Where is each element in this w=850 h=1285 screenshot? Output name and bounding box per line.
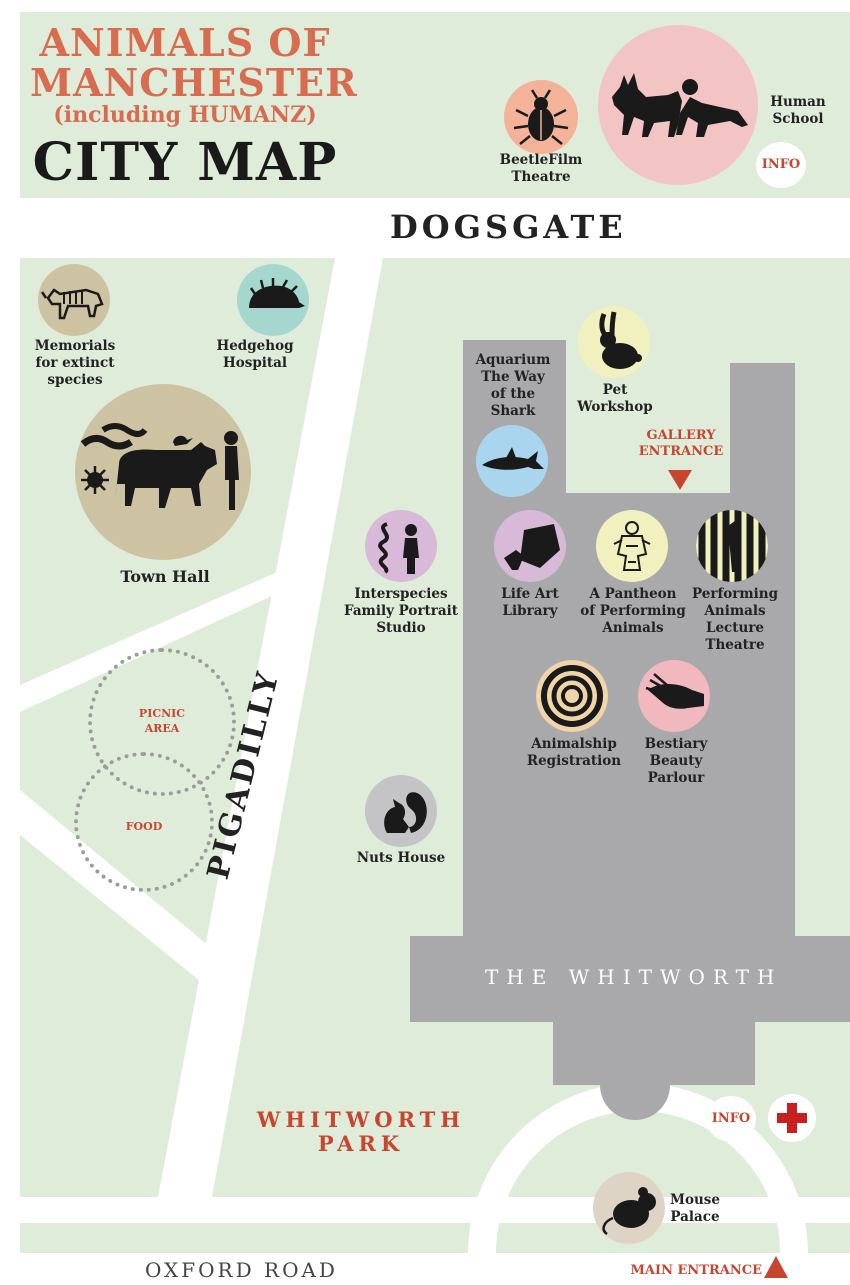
concentric-rings-icon [541,665,603,727]
red-cross-icon [777,1103,807,1133]
lecture-theatre-marker[interactable] [696,510,768,582]
pantheon-marker[interactable] [596,510,668,582]
info-top-button[interactable]: INFO [756,142,806,188]
shark-icon [482,447,544,470]
whitworth-building-label: THE WHITWORTH [485,965,783,989]
beetle-film-theatre-marker[interactable] [504,80,578,154]
map-title-line1: ANIMALS OF [39,20,331,65]
aquarium-marker[interactable] [476,425,548,497]
pet-workshop-marker[interactable] [578,306,650,378]
snake-and-person-icon [378,522,419,574]
memorials-label: Memorials for extinct species [34,338,116,388]
beetle-icon [513,89,569,145]
family-portrait-studio-marker[interactable] [365,510,437,582]
buffalo-with-bird-and-human-icon [80,423,239,510]
mouse-icon [602,1187,656,1236]
gallery-entrance-arrow-icon[interactable] [666,468,694,492]
map-title-line2: MANCHESTER [30,60,358,105]
life-art-library-label: Life Art Library [501,586,559,619]
life-art-library-marker[interactable] [494,510,566,582]
nuts-house-label: Nuts House [356,850,446,866]
rhino-skeleton-icon [40,288,104,320]
hedgehog-hospital-marker[interactable] [237,264,309,336]
pantheon-label: A Pantheon of Performing Animals [580,586,686,636]
map-title-line3: (including HUMANZ) [53,102,317,128]
aquarium-label: Aquarium The Way of the Shark [475,352,551,419]
oxford-road-label: OXFORD ROAD [145,1258,338,1282]
animal-painting-icon [504,524,560,570]
hedgehog-hospital-label: Hedgehog Hospital [216,338,294,371]
hedgehog-icon [249,278,305,308]
ornate-statue-icon [613,521,651,571]
map-title-city-map: CITY MAP [32,132,338,193]
memorials-marker[interactable] [38,264,110,336]
main-entrance-arrow-icon[interactable] [762,1254,790,1280]
food-label: FOOD [125,820,163,833]
caged-animal-icon [696,510,768,582]
beauty-parlour-marker[interactable] [638,660,710,732]
gallery-entrance-label: GALLERY ENTRANCE [638,428,724,459]
food-zone[interactable] [74,752,214,892]
dogsgate-road-label: DOGSGATE [390,208,627,246]
human-school-marker[interactable] [598,25,758,185]
lecture-theatre-label: Performing Animals Lecture Theatre [691,586,779,653]
main-entrance-label: MAIN ENTRANCE [630,1263,762,1278]
beauty-parlour-label: Bestiary Beauty Parlour [644,736,708,786]
nuts-house-marker[interactable] [365,775,437,847]
rabbit-icon [599,311,642,369]
animalship-registration-label: Animalship Registration [526,736,622,769]
town-hall-marker[interactable] [75,384,251,560]
family-portrait-studio-label: Interspecies Family Portrait Studio [343,586,459,636]
info-bottom-button[interactable]: INFO [706,1096,756,1142]
mouse-palace-label: Mouse Palace [670,1192,720,1225]
animalship-registration-marker[interactable] [536,660,608,732]
picnic-area-label: PICNIC AREA [138,707,186,735]
first-aid-button[interactable] [768,1094,816,1142]
whitworth-park-label: WHITWORTH PARK [256,1107,466,1156]
beetle-film-theatre-label: BeetleFilm Theatre [499,152,583,185]
human-school-label: Human School [770,94,826,127]
mouse-palace-marker[interactable] [593,1172,665,1244]
town-hall-label: Town Hall [120,567,210,586]
dog-and-crawling-human-icon [612,73,748,137]
groomed-paw-icon [645,673,704,709]
squirrel-icon [384,792,427,833]
pet-workshop-label: Pet Workshop [577,382,653,415]
